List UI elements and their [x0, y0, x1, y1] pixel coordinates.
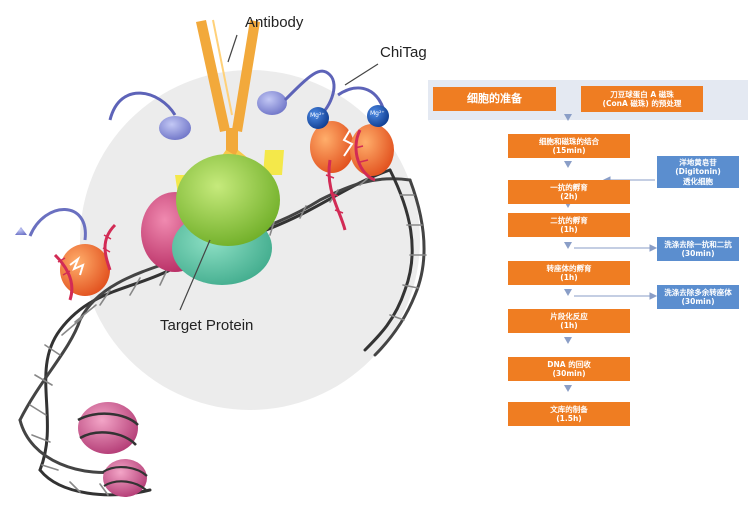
- target-protein: [141, 154, 280, 285]
- callout-leaders: [179, 34, 379, 311]
- mg-ion-left: [307, 107, 329, 129]
- flow-header-main: 细胞的准备: [433, 87, 556, 111]
- mg-ion-right: [367, 105, 389, 127]
- mg-ion-label-right: Mg²⁺: [370, 110, 385, 117]
- chitag-left: [15, 208, 117, 301]
- mg-ion-label-left: Mg²⁺: [310, 112, 325, 119]
- flow-step-2: 一抗的孵育 (2h): [508, 180, 630, 204]
- chitag-label: ChiTag: [380, 44, 427, 61]
- cut-and-tag-illustration: [15, 19, 427, 497]
- nucleosome-top: [77, 402, 139, 454]
- flow-step-3: 二抗的孵育 (1h): [508, 213, 630, 237]
- flow-step-5: 片段化反应 (1h): [508, 309, 630, 333]
- flow-step-6: DNA 的回收 (30min): [508, 357, 630, 381]
- flow-side-step-3: 洗涤去除多余转座体 (30min): [657, 285, 739, 309]
- flow-step-1: 细胞和磁珠的结合 (15min): [508, 134, 630, 158]
- flow-header-side: 刀豆球蛋白 A 磁珠 (ConA 磁珠) 的预处理: [581, 86, 703, 112]
- flow-side-step-1: 洋地黄皂苷 (Digitonin) 透化细胞: [657, 156, 739, 188]
- nucleosome-bottom: [102, 459, 148, 497]
- antibody-label: Antibody: [245, 14, 304, 31]
- flow-step-7: 文库的制备 (1.5h): [508, 402, 630, 426]
- chitag-right: [307, 105, 394, 231]
- flow-step-4: 转座体的孵育 (1h): [508, 261, 630, 285]
- flow-side-step-2: 洗涤去除一抗和二抗 (30min): [657, 237, 739, 261]
- protein-a-left: [108, 91, 191, 140]
- target-protein-label: Target Protein: [160, 317, 254, 334]
